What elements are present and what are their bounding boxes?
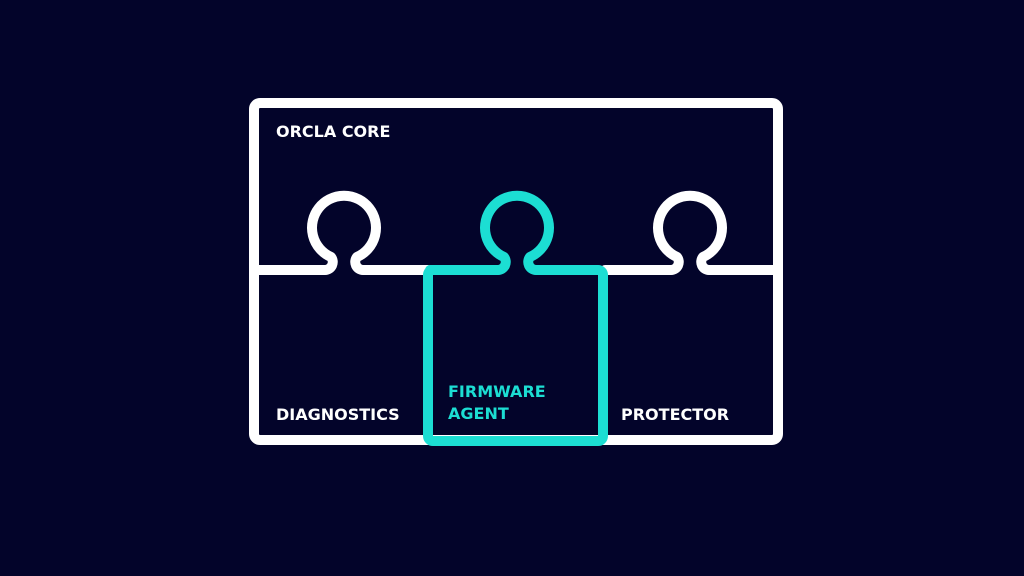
firmware-agent-label: FIRMWARE AGENT bbox=[448, 381, 546, 425]
protector-label: PROTECTOR bbox=[621, 405, 730, 424]
firmware-agent-label-line1: FIRMWARE bbox=[448, 382, 546, 401]
firmware-agent-label-line2: AGENT bbox=[448, 404, 509, 423]
orcla-core-label: ORCLA CORE bbox=[276, 122, 391, 141]
diagnostics-label: DIAGNOSTICS bbox=[276, 405, 400, 424]
firmware-agent-piece bbox=[423, 190, 608, 446]
core-divider bbox=[254, 190, 778, 275]
